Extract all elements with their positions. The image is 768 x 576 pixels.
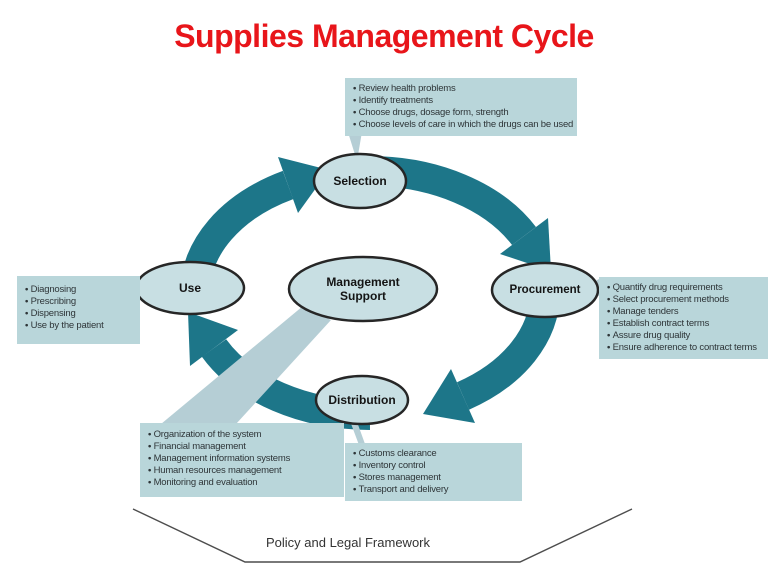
bullet-item: Choose levels of care in which the drugs… [353, 119, 574, 131]
node-label-management-support: Management Support [326, 275, 400, 303]
bullet-item: Monitoring and evaluation [148, 477, 338, 489]
arrowhead-to-distribution [423, 369, 475, 423]
bullet-item: Use by the patient [25, 320, 134, 332]
procurement-callout: Quantify drug requirements Select procur… [599, 277, 768, 359]
bullet-item: Stores management [353, 472, 516, 484]
management-support-callout: Organization of the system Financial man… [140, 423, 344, 497]
bullet-item: Human resources management [148, 465, 338, 477]
use-callout: Diagnosing Prescribing Dispensing Use by… [17, 276, 140, 344]
procurement-ellipse [490, 261, 600, 319]
bullet-item: Financial management [148, 441, 338, 453]
bullet-item: Diagnosing [25, 284, 134, 296]
bullet-item: Management information systems [148, 453, 338, 465]
arrowhead-to-use [188, 312, 238, 366]
bullet-item: Review health problems [353, 83, 571, 95]
selection-ellipse [312, 152, 408, 210]
node-label-use: Use [178, 281, 201, 295]
distribution-ellipse [314, 374, 410, 426]
distribution-callout-tail [350, 419, 365, 445]
bullet-item: Inventory control [353, 460, 516, 472]
selection-callout: Review health problems Identify treatmen… [345, 78, 577, 136]
management-support-ellipse [287, 255, 439, 323]
bullet-item: Prescribing [25, 296, 134, 308]
bullet-item: Ensure adherence to contract terms [607, 342, 768, 354]
node-label-distribution: Distribution [328, 393, 396, 407]
bullet-item: Identify treatments [353, 95, 571, 107]
bullet-item: Assure drug quality [607, 330, 768, 342]
bullet-item: Dispensing [25, 308, 134, 320]
page-title: Supplies Management Cycle [174, 18, 594, 54]
arrowhead-to-procurement [500, 218, 551, 271]
bullet-item: Choose drugs, dosage form, strength [353, 107, 571, 119]
policy-framework-label: Policy and Legal Framework [265, 535, 431, 550]
node-label-selection: Selection [333, 174, 387, 188]
bullet-item: Transport and delivery [353, 484, 516, 496]
bullet-item: Quantify drug requirements [607, 282, 768, 294]
bullet-item: Manage tenders [607, 306, 768, 318]
policy-funnel-outline [132, 508, 633, 563]
bullet-item: Organization of the system [148, 429, 338, 441]
distribution-callout: Customs clearance Inventory control Stor… [345, 443, 522, 501]
bullet-item: Establish contract terms [607, 318, 768, 330]
management-leader-beam [161, 306, 331, 424]
bullet-item: Select procurement methods [607, 294, 768, 306]
node-label-procurement: Procurement [509, 284, 581, 296]
bullet-item: Customs clearance [353, 448, 516, 460]
